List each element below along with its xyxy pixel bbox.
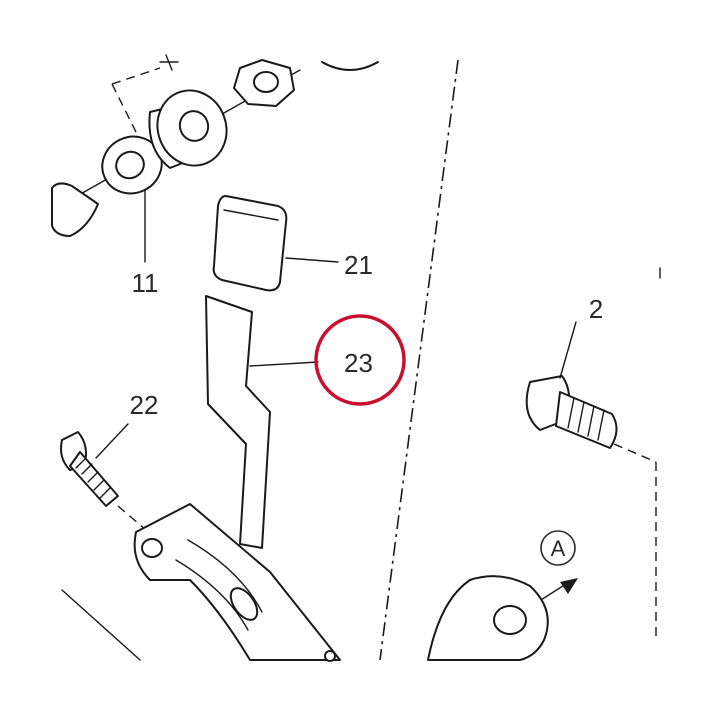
view-marker-label: A	[551, 536, 566, 561]
frame-edge	[61, 589, 141, 661]
spacer-roller	[148, 89, 228, 169]
separator-line	[379, 59, 459, 661]
callout-22: 22	[130, 390, 159, 420]
leader-21	[285, 257, 339, 263]
base-lever	[133, 503, 341, 662]
leader-23	[249, 361, 319, 367]
part-2-pin	[525, 375, 657, 463]
callout-11: 11	[132, 268, 159, 298]
part-22-screw	[60, 431, 147, 531]
hex-nut	[233, 59, 295, 107]
part-21-pad	[212, 195, 288, 292]
centerline-upper	[111, 67, 161, 133]
leader-22	[95, 423, 129, 459]
partial-part-top-left	[159, 54, 179, 71]
part-11-washer	[101, 135, 163, 195]
leader-2	[559, 321, 577, 379]
callout-21: 21	[344, 250, 373, 280]
highlight-circle	[314, 314, 406, 406]
shaft-end	[51, 182, 99, 237]
callout-2: 2	[589, 294, 603, 324]
part-23-bracket	[205, 295, 271, 549]
callout-23: 23	[344, 348, 373, 378]
partial-part-top	[321, 61, 379, 71]
arm-part	[427, 575, 549, 661]
arm-hole	[493, 605, 527, 635]
